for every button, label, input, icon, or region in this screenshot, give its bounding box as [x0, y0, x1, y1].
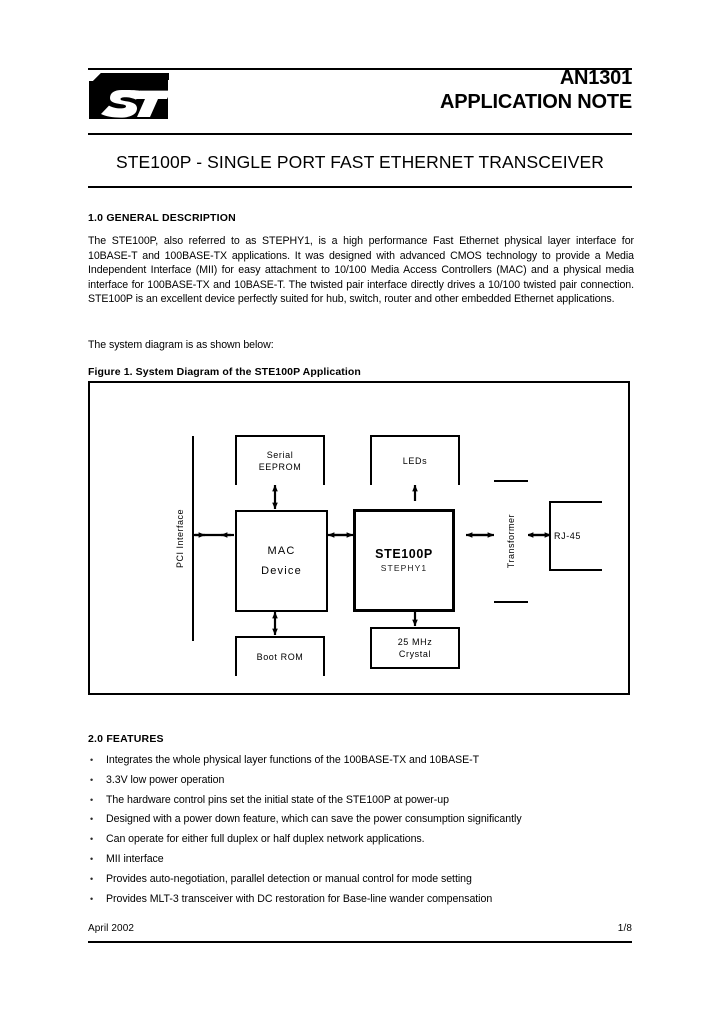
- st-microelectronics-logo: [88, 72, 170, 120]
- bullet-icon: •: [90, 755, 94, 765]
- transformer-label: Transformer: [506, 514, 516, 569]
- feature-list-item: • Provides auto-negotiation, parallel de…: [88, 870, 634, 890]
- serial-eeprom-label-line1: Serial: [266, 450, 294, 460]
- diagram-block-ste100p: STE100P STEPHY1: [353, 509, 455, 612]
- feature-list-item: • Provides MLT-3 transceiver with DC res…: [88, 890, 634, 910]
- diagram-block-leds: LEDs: [370, 435, 460, 485]
- feature-list-item: • 3.3V low power operation: [88, 771, 634, 791]
- stephy1-label: STEPHY1: [380, 563, 428, 573]
- diagram-block-crystal: 25 MHz Crystal: [370, 627, 460, 669]
- title-bottom-rule: [88, 186, 632, 188]
- system-block-diagram: PCI Interface Serial EEPROM LEDs MAC Dev…: [90, 383, 628, 693]
- feature-list-item: • Integrates the whole physical layer fu…: [88, 751, 634, 771]
- bullet-icon: •: [90, 774, 94, 785]
- document-title: STE100P - SINGLE PORT FAST ETHERNET TRAN…: [115, 152, 605, 172]
- mac-device-label-line1: MAC: [267, 545, 296, 557]
- feature-list-item: • Designed with a power down feature, wh…: [88, 810, 634, 830]
- figure-frame: PCI Interface Serial EEPROM LEDs MAC Dev…: [88, 381, 630, 695]
- page-header: AN1301 APPLICATION NOTE: [88, 66, 632, 138]
- leds-label: LEDs: [402, 456, 428, 466]
- diagram-block-rj45: RJ-45: [549, 501, 602, 571]
- diagram-block-mac-device: MAC Device: [235, 510, 328, 612]
- feature-list-item: • MII interface: [88, 850, 634, 870]
- footer-rule: [88, 941, 632, 943]
- application-note-number: AN1301: [559, 67, 632, 89]
- feature-text: Provides auto-negotiation, parallel dete…: [106, 872, 472, 885]
- feature-text: Provides MLT-3 transceiver with DC resto…: [106, 892, 493, 905]
- feature-text: The hardware control pins set the initia…: [106, 793, 449, 806]
- general-description-paragraph: The STE100P, also referred to as STEPHY1…: [88, 235, 634, 306]
- application-note-label: APPLICATION NOTE: [440, 91, 632, 113]
- crystal-label-line2: Crystal: [398, 649, 432, 659]
- rj45-label: RJ-45: [554, 531, 582, 541]
- crystal-label-line1: 25 MHz: [397, 637, 433, 647]
- feature-text: MII interface: [106, 852, 164, 865]
- section-heading-general-description: 1.0 GENERAL DESCRIPTION: [88, 212, 236, 224]
- feature-text: Can operate for either full duplex or ha…: [106, 833, 425, 846]
- bullet-icon: •: [90, 893, 94, 904]
- features-list: • Integrates the whole physical layer fu…: [88, 751, 634, 909]
- system-diagram-intro: The system diagram is as shown below:: [88, 339, 274, 351]
- boot-rom-label: Boot ROM: [256, 652, 304, 662]
- serial-eeprom-label-line2: EEPROM: [258, 462, 302, 472]
- bullet-icon: •: [90, 814, 94, 825]
- diagram-block-pci-interface: PCI Interface: [168, 436, 194, 641]
- footer-page-number: 1/8: [617, 923, 632, 934]
- diagram-block-serial-eeprom: Serial EEPROM: [235, 435, 325, 485]
- footer-date: April 2002: [88, 923, 135, 934]
- ste100p-label: STE100P: [375, 547, 433, 561]
- pci-interface-label: PCI Interface: [175, 508, 185, 569]
- bullet-icon: •: [90, 834, 94, 845]
- header-top-rule: [88, 68, 632, 70]
- feature-text: 3.3V low power operation: [106, 773, 225, 786]
- section-heading-features: 2.0 FEATURES: [88, 733, 164, 745]
- feature-text: Integrates the whole physical layer func…: [106, 754, 480, 766]
- mac-device-label-line2: Device: [261, 565, 302, 577]
- bullet-icon: •: [90, 853, 94, 864]
- bullet-icon: •: [90, 794, 94, 805]
- diagram-block-transformer: Transformer: [494, 480, 528, 603]
- figure-caption: Figure 1. System Diagram of the STE100P …: [88, 366, 361, 378]
- header-title-group: AN1301 APPLICATION NOTE: [440, 66, 632, 115]
- feature-list-item: • Can operate for either full duplex or …: [88, 830, 634, 850]
- feature-text: Designed with a power down feature, whic…: [106, 813, 522, 826]
- header-bottom-rule: [88, 133, 632, 135]
- bullet-icon: •: [90, 873, 94, 884]
- feature-list-item: • The hardware control pins set the init…: [88, 791, 634, 811]
- diagram-block-boot-rom: Boot ROM: [235, 636, 325, 676]
